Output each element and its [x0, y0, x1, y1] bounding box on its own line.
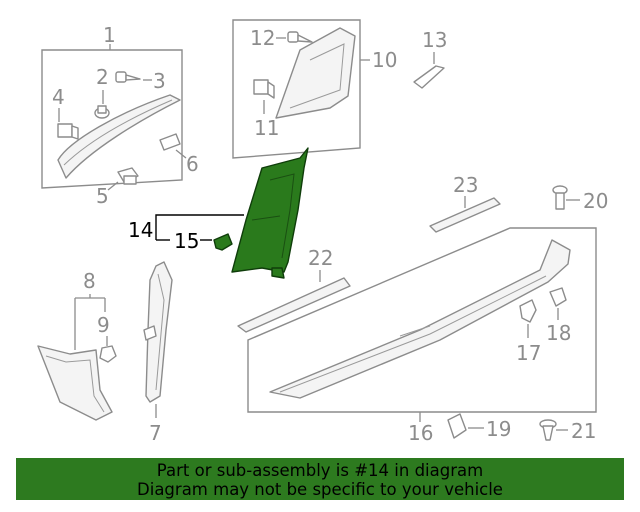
callout-11: 11: [254, 116, 279, 140]
callout-19: 19: [486, 417, 511, 441]
part-6-cap: [159, 133, 181, 151]
callout-20: 20: [583, 189, 608, 213]
callout-15: 15: [174, 229, 199, 253]
callout-10: 10: [372, 48, 397, 72]
part-8-trim: [37, 345, 113, 421]
banner-line-1: Part or sub-assembly is #14 in diagram: [156, 461, 484, 480]
part-10-trim: [275, 27, 356, 119]
callout-9: 9: [97, 313, 110, 337]
callout-7: 7: [149, 421, 162, 445]
part-20-screw: [552, 185, 568, 210]
part-1-trim: [57, 94, 181, 179]
part-17-clip: [519, 299, 537, 323]
callout-18: 18: [546, 321, 571, 345]
part-19-clip: [447, 413, 467, 439]
info-banner: Part or sub-assembly is #14 in diagram D…: [16, 458, 624, 500]
part-14-pillar-trim: [231, 147, 309, 279]
part-7-pillar: [145, 261, 173, 403]
part-23-scuff: [429, 197, 501, 233]
part-13-cover: [413, 65, 445, 89]
part-21-rivet: [539, 419, 557, 441]
callout-6: 6: [186, 152, 199, 176]
part-5-clip: [117, 167, 139, 185]
part-3-screw: [115, 71, 141, 83]
part-22-scuff: [237, 277, 351, 333]
callout-22: 22: [308, 246, 333, 270]
callout-3: 3: [153, 69, 166, 93]
callout-5: 5: [96, 184, 109, 208]
group-10-box: [232, 19, 361, 159]
part-18-clip: [549, 287, 567, 307]
callout-2: 2: [96, 65, 109, 89]
callout-14: 14: [128, 218, 153, 242]
part-12-screw: [287, 31, 313, 43]
group-1-box: [41, 49, 183, 189]
group-16-box: [247, 227, 597, 413]
callout-8: 8: [83, 269, 96, 293]
callout-17: 17: [516, 341, 541, 365]
leader-14: [155, 214, 244, 230]
callout-21: 21: [571, 419, 596, 443]
parts-diagram: 1 3 2 4 5 6: [37, 19, 608, 445]
callout-23: 23: [453, 173, 478, 197]
callout-4: 4: [52, 85, 65, 109]
callout-12: 12: [250, 26, 275, 50]
callout-1: 1: [103, 23, 116, 47]
part-9-clip: [99, 345, 117, 363]
part-2-clip: [94, 105, 110, 119]
banner-line-2: Diagram may not be specific to your vehi…: [137, 480, 503, 499]
group-1: 1 3 2 4 5 6: [41, 23, 199, 208]
part-4-clip: [57, 123, 79, 140]
part-15-clip: [213, 233, 233, 251]
group-16: 16 17 18: [247, 227, 597, 445]
callout-16: 16: [408, 421, 433, 445]
callout-13: 13: [422, 28, 447, 52]
part-11-clip: [253, 79, 275, 99]
group-10: 10 12 11: [232, 19, 397, 159]
part-16-sill: [269, 239, 571, 399]
